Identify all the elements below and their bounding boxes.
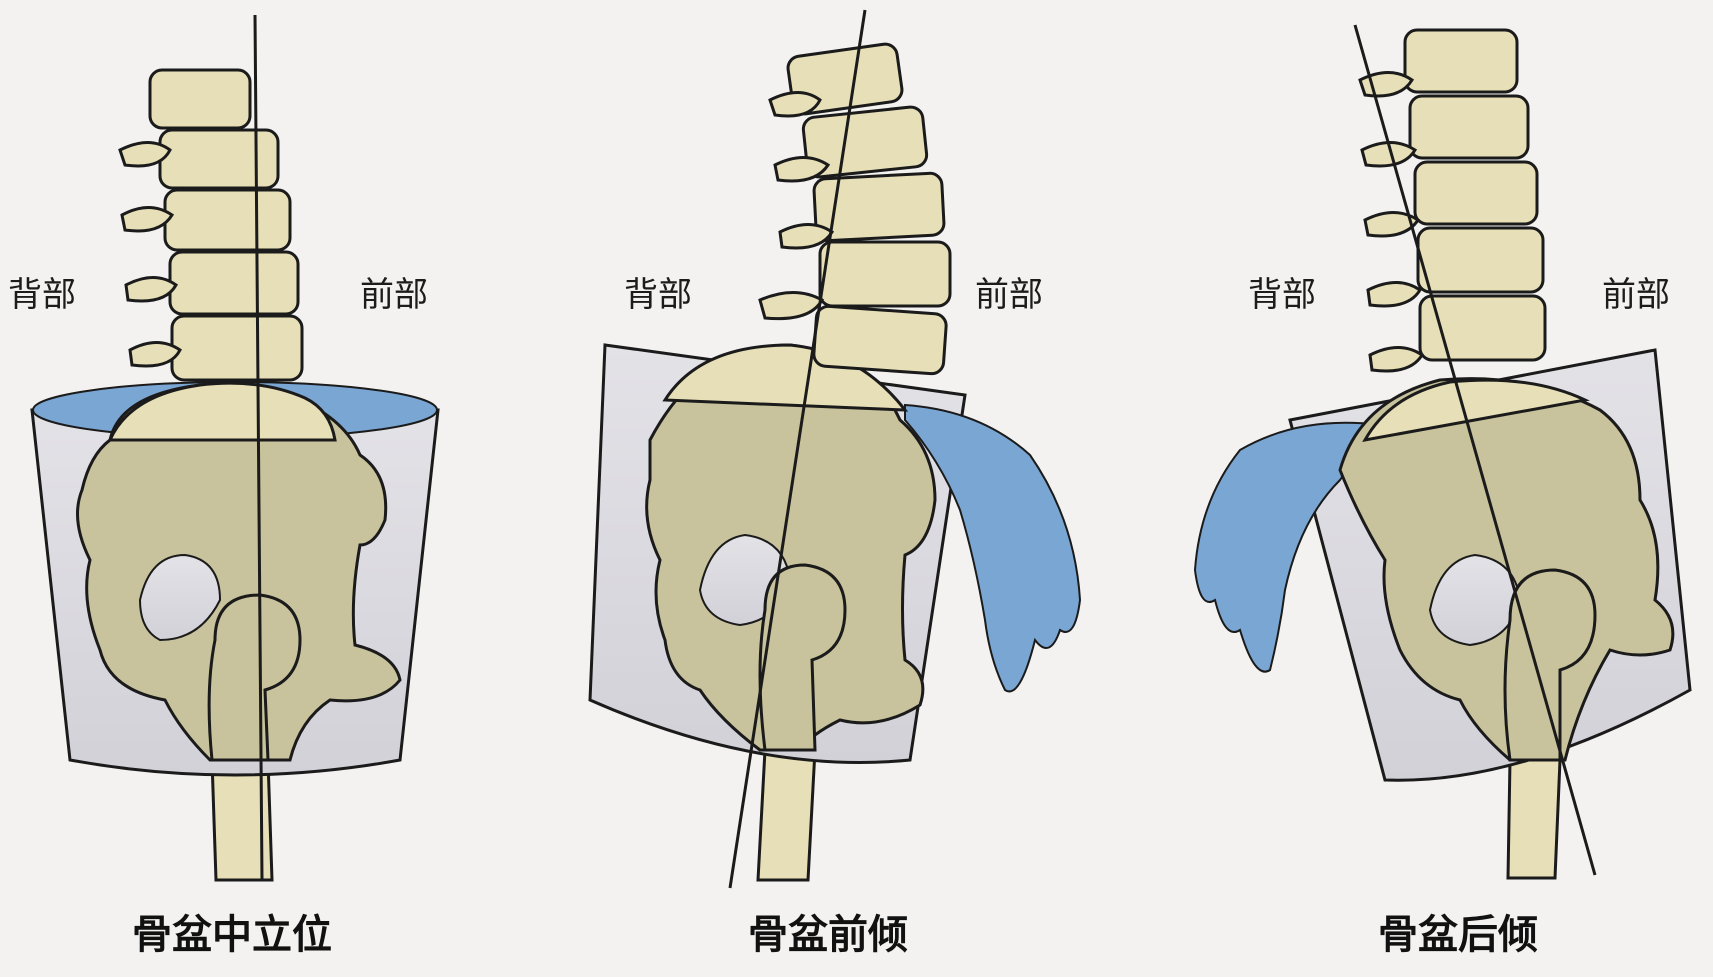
caption-posterior-tilt: 骨盆后倾 xyxy=(1378,912,1538,958)
back-label: 背部 xyxy=(8,275,76,315)
lumbar-spine xyxy=(118,68,304,382)
lumbar-spine xyxy=(758,42,952,376)
front-label: 前部 xyxy=(360,275,428,315)
pelvis-window xyxy=(138,553,222,642)
back-label: 背部 xyxy=(1248,275,1316,315)
alignment-line xyxy=(253,14,264,881)
panel-anterior-tilt xyxy=(588,9,1082,889)
femur xyxy=(756,748,817,882)
front-label: 前部 xyxy=(1602,275,1670,315)
femur xyxy=(1506,758,1562,880)
back-label: 背部 xyxy=(624,275,692,315)
sacrum xyxy=(107,381,337,442)
lumbar-spine xyxy=(1358,28,1547,373)
alignment-line xyxy=(1353,24,1597,876)
femur-head xyxy=(207,593,302,762)
water xyxy=(904,403,1082,693)
sacrum xyxy=(1362,378,1590,443)
front-label: 前部 xyxy=(975,275,1043,315)
panel-neutral xyxy=(30,14,440,882)
femur-head xyxy=(1503,568,1597,762)
caption-anterior-tilt: 骨盆前倾 xyxy=(748,912,908,958)
panel-posterior-tilt xyxy=(1193,24,1692,880)
water xyxy=(1193,421,1381,673)
caption-neutral: 骨盆中立位 xyxy=(132,912,332,958)
alignment-line xyxy=(728,9,867,889)
